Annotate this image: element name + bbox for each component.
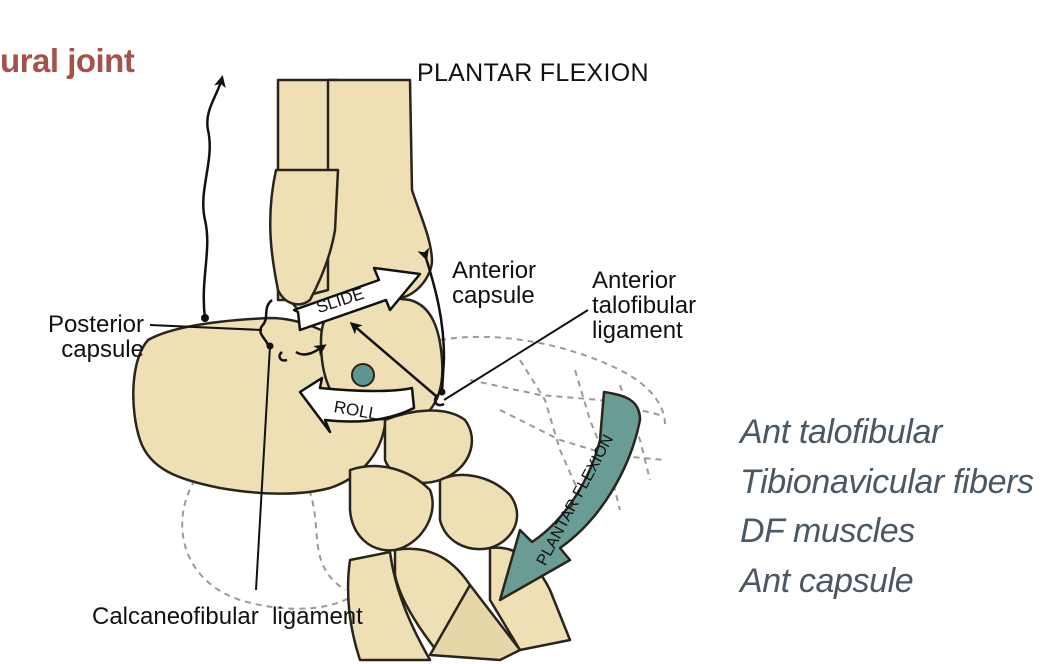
axis-of-rotation-dot [351, 363, 375, 387]
label-calcaneofibular: Calcaneofibular ligament [92, 603, 363, 630]
diagram-heading: PLANTAR FLEXION [417, 59, 649, 87]
posterior-capsule-dot [201, 314, 209, 322]
side-list-item: Ant talofibular [740, 413, 942, 451]
anterior-talofibular-leader [443, 309, 589, 401]
side-list-item: DF muscles [740, 512, 915, 550]
calcaneofibular-hook [278, 351, 288, 362]
posterior-capsule-squiggle [259, 299, 273, 347]
anterior-capsule-line [417, 247, 446, 393]
slide-title-fragment: ural joint [0, 42, 135, 79]
label-posterior-capsule: Posterior capsule [47, 311, 144, 363]
calcaneofibular-leader [255, 345, 271, 591]
side-list-item: Ant capsule [740, 561, 914, 600]
plantar-flexion-arrow: PLANTAR FLEXION [498, 390, 642, 602]
label-anterior-talofibular: Anterior talofibular ligament [592, 267, 697, 344]
lateral-malleolus [269, 168, 340, 306]
posterior-capsule-leader [149, 324, 263, 331]
small-talus-arrow [295, 344, 327, 356]
label-anterior-capsule: Anterior capsule [452, 257, 537, 309]
anterior-attach-dot [438, 388, 446, 396]
roll-arrow: ROLL [298, 376, 416, 434]
posterior-capsule-wavy-arrow [202, 75, 226, 319]
side-list: Ant talofibular Tibionavicular fibers DF… [740, 408, 1034, 606]
anterior-talofibular-arrow [349, 322, 437, 397]
midfoot-bones [346, 409, 572, 662]
side-list-item: Tibionavicular fibers [740, 462, 1034, 501]
talofibular-hook [433, 394, 445, 407]
